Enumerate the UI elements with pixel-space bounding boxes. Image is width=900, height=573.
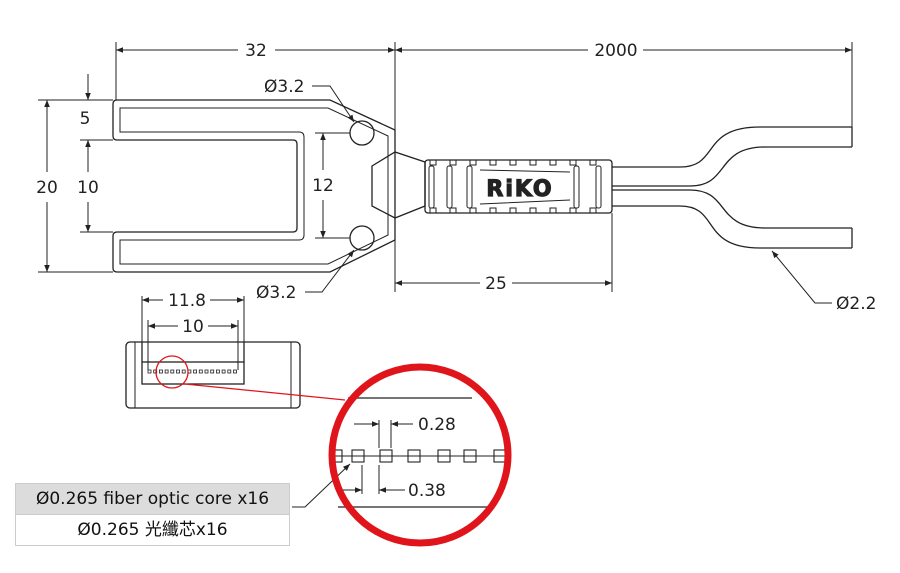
detail-view: 0.28 0.38 — [292, 363, 512, 547]
fiber-core-legend: Ø0.265 fiber optic core x16 Ø0.265 光纖芯x1… — [15, 483, 290, 546]
fiber-core — [158, 369, 163, 374]
fiber-core — [153, 369, 158, 374]
fiber-core — [176, 369, 180, 374]
dim-core-pitch: 0.38 — [408, 481, 446, 501]
dim-cable-diameter: Ø2.2 — [836, 294, 876, 314]
dim-fork-length: 32 — [245, 41, 267, 61]
cable — [612, 126, 853, 249]
fiber-core — [181, 369, 186, 374]
brand-logo: RiKO — [486, 177, 553, 202]
dim-hole-top: Ø3.2 — [264, 77, 304, 97]
dim-fork-height: 20 — [36, 178, 58, 198]
fiber-core — [215, 369, 220, 374]
fiber-core — [198, 369, 203, 374]
dim-array-inner: 10 — [182, 317, 204, 337]
fiber-core — [193, 369, 198, 374]
fiber-core-array — [147, 369, 237, 374]
sensor-end-view — [125, 341, 301, 409]
fork-sensor-body — [112, 99, 396, 273]
dimension-lines — [38, 42, 853, 304]
fiber-core — [170, 369, 175, 374]
fiber-core — [210, 369, 215, 374]
fiber-core — [233, 369, 237, 374]
dim-core-gap: 0.28 — [418, 415, 456, 435]
dim-hole-bottom: Ø3.2 — [256, 283, 296, 303]
fiber-core — [147, 369, 152, 374]
dim-arm-width: 5 — [80, 109, 91, 129]
cable-grip: RiKO — [371, 151, 613, 219]
mount-hole-top — [349, 120, 375, 146]
dim-array-outer: 11.8 — [168, 291, 206, 311]
fiber-core — [164, 369, 169, 374]
dim-grip-length: 25 — [485, 274, 507, 294]
legend-chinese: Ø0.265 光纖芯x16 — [16, 514, 289, 545]
array-dimensions — [141, 296, 245, 370]
dim-slot-width: 10 — [77, 178, 99, 198]
legend-english: Ø0.265 fiber optic core x16 — [16, 484, 289, 514]
fiber-core — [204, 369, 209, 374]
dim-cable-length: 2000 — [594, 41, 637, 61]
detail-leader-line — [184, 383, 346, 401]
fiber-core — [221, 369, 226, 374]
dim-hole-spacing: 12 — [312, 176, 334, 196]
detail-magnifier-circle — [328, 363, 512, 547]
fiber-core — [227, 369, 232, 374]
detail-marker-circle — [155, 355, 189, 389]
mount-hole-bottom — [349, 225, 375, 251]
